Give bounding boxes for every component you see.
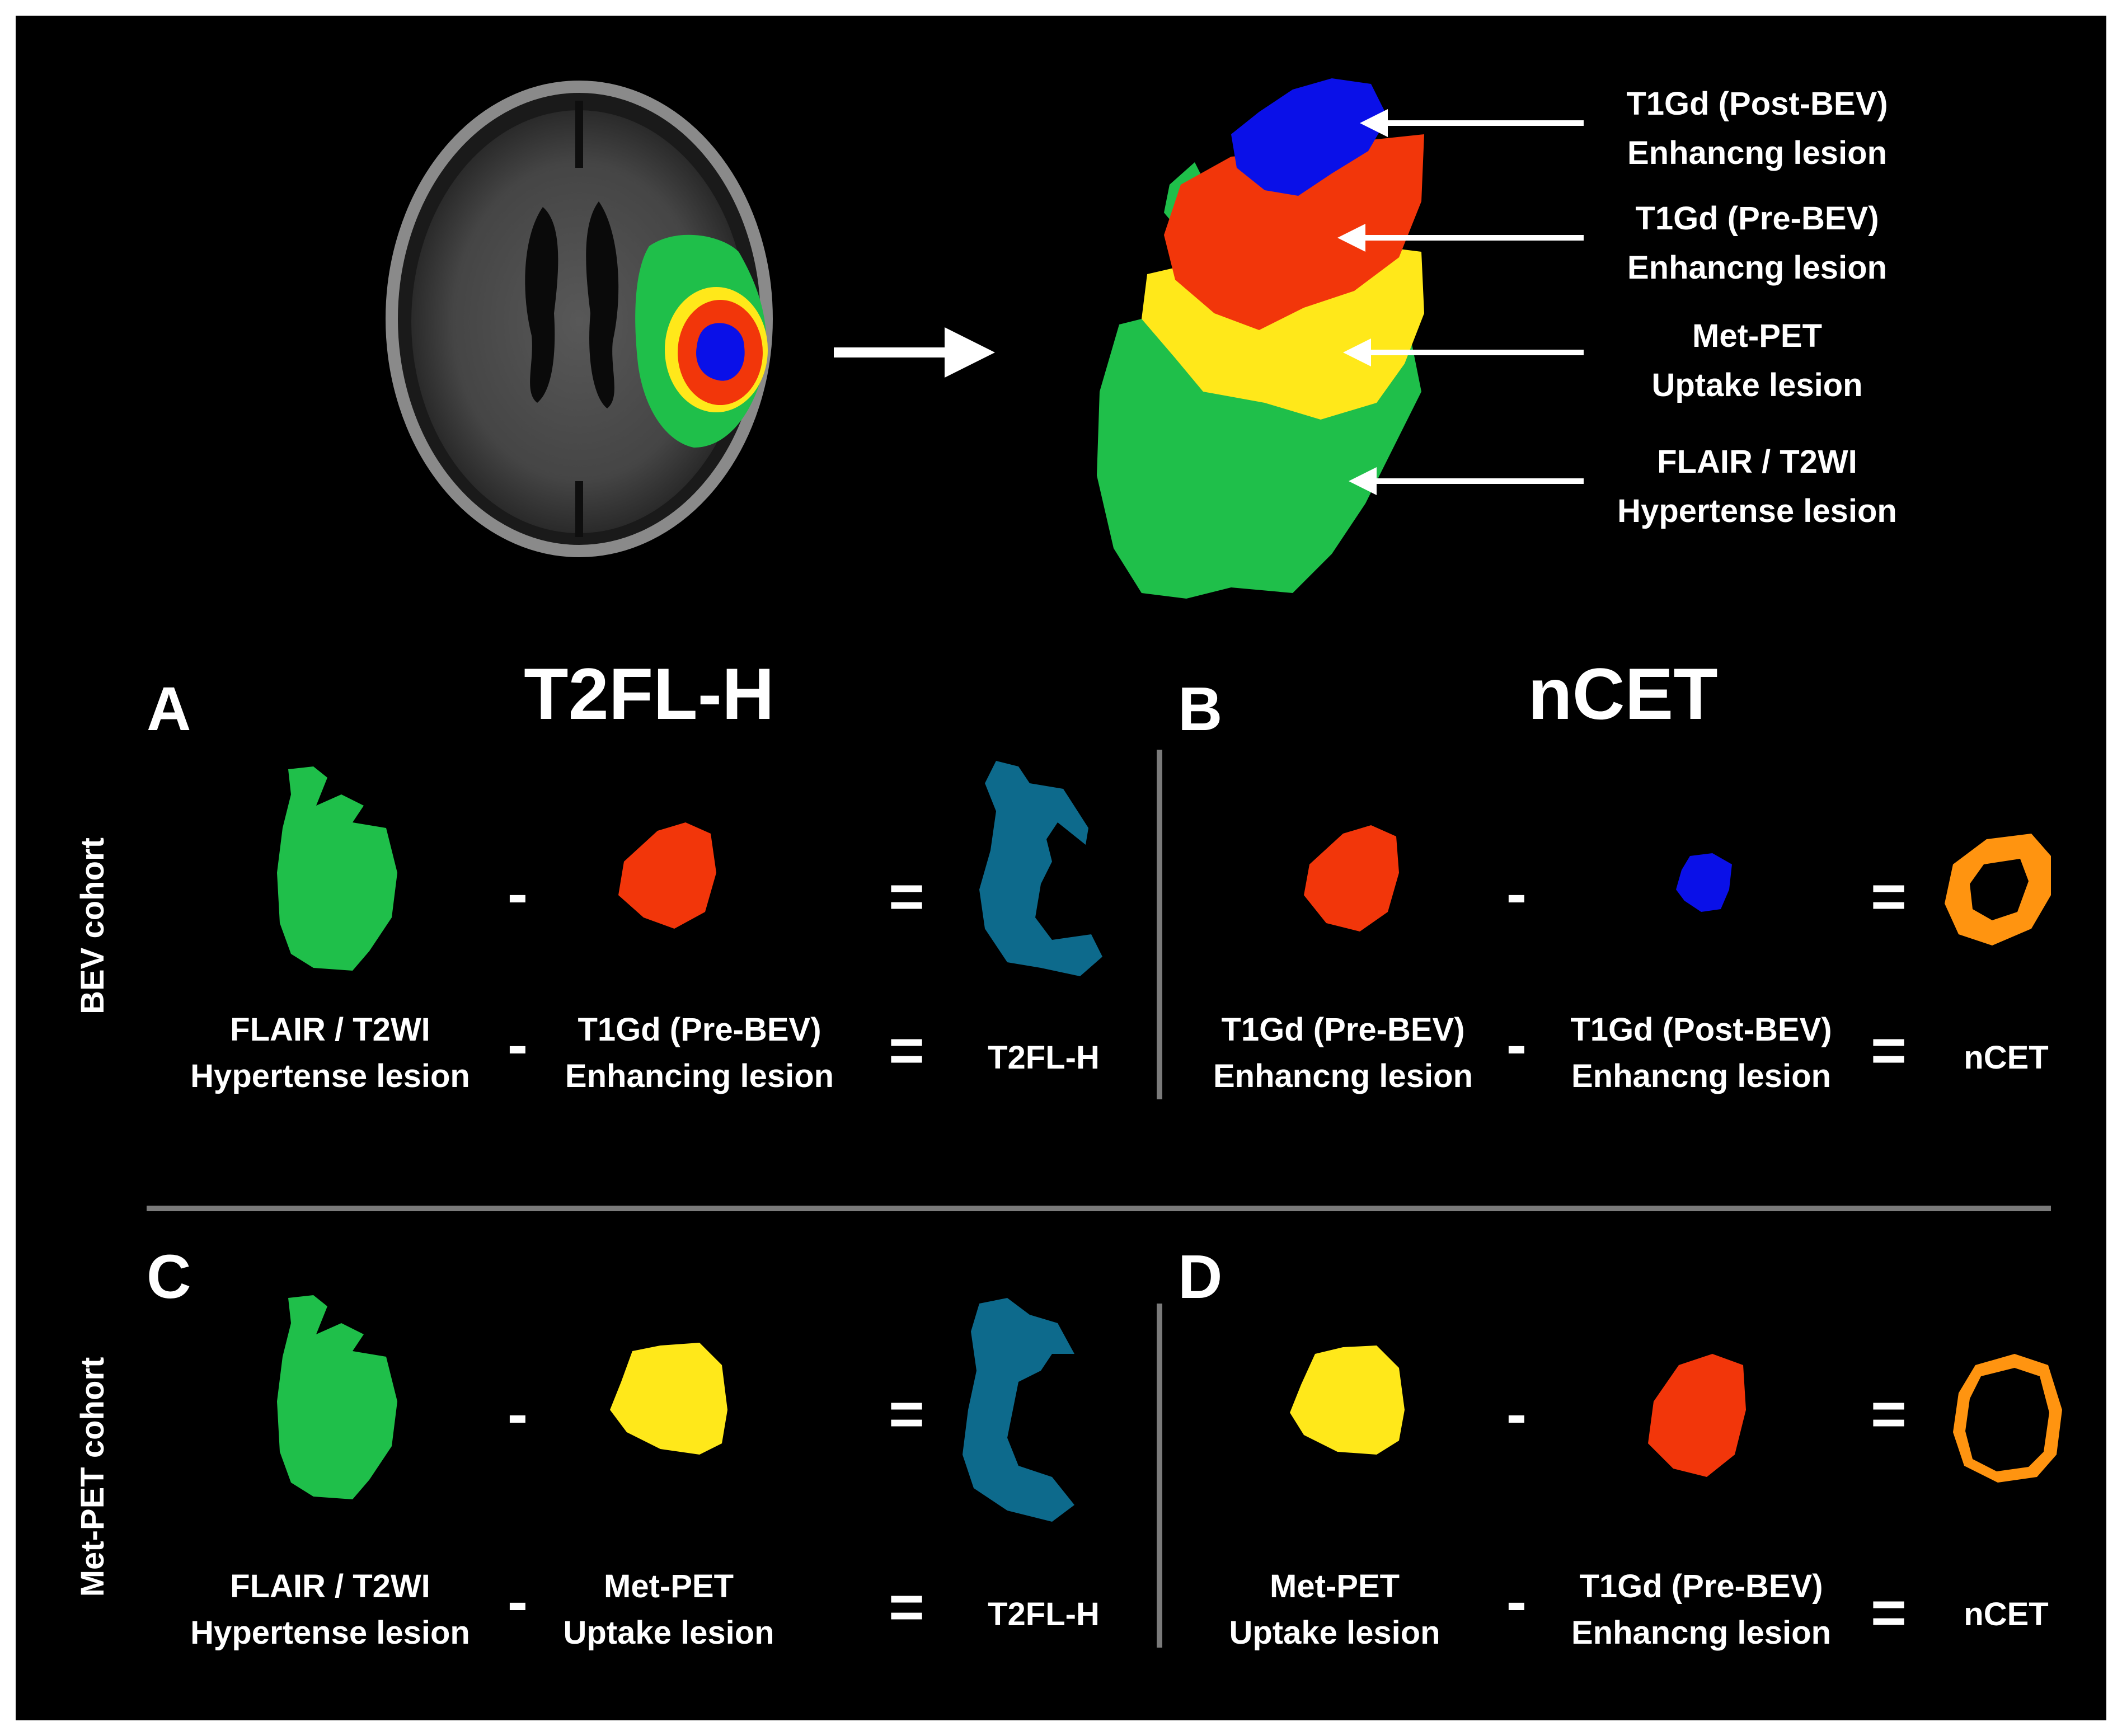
- panel-b-ncet-ring: [1945, 834, 2051, 945]
- panel-d-t1gd-pre-shape: [1648, 1354, 1746, 1477]
- mri-t1gd-post-overlay: [696, 323, 745, 381]
- panel-d: - = Met-PET Uptake lesion - T1Gd (Pre-BE…: [1229, 1345, 2062, 1651]
- cohort-label-bev: BEV cohort: [74, 838, 111, 1014]
- panel-b-term2-line1: T1Gd (Post-BEV): [1570, 1012, 1832, 1048]
- panel-a-result: T2FL-H: [988, 1039, 1100, 1076]
- panel-c-term1-line2: Hypertense lesion: [190, 1615, 470, 1651]
- panel-b-term1-line1: T1Gd (Pre-BEV): [1221, 1012, 1464, 1048]
- panel-c-flair-shape: [277, 1295, 397, 1499]
- legend-t1gd-pre-line2: Enhancng lesion: [1627, 250, 1887, 286]
- panel-d-term1-line1: Met-PET: [1270, 1568, 1400, 1605]
- panel-d-result: nCET: [1964, 1596, 2048, 1633]
- panel-a-t1gd-pre-shape: [618, 822, 716, 929]
- legend-met-pet-line2: Uptake lesion: [1651, 367, 1862, 403]
- panel-b-equals-symbol: =: [1871, 862, 1907, 931]
- panel-a-label-minus: -: [508, 1010, 528, 1079]
- panel-d-label-minus: -: [1506, 1567, 1527, 1636]
- legend-t1gd-post-line2: Enhancng lesion: [1627, 135, 1887, 171]
- panel-c-label-minus: -: [508, 1567, 528, 1636]
- panel-b: - = T1Gd (Pre-BEV) Enhancng lesion - T1G…: [1213, 825, 2051, 1094]
- legend-t1gd-pre-line1: T1Gd (Pre-BEV): [1635, 200, 1879, 237]
- panel-b-t1gd-post-shape: [1676, 853, 1732, 912]
- panel-c-letter: C: [147, 1243, 191, 1311]
- lesion-3d-stack: [1097, 78, 1424, 599]
- panel-d-term2-line1: T1Gd (Pre-BEV): [1579, 1568, 1823, 1605]
- ventricle-right: [586, 201, 619, 408]
- panel-b-label-minus: -: [1506, 1010, 1527, 1079]
- panel-a-term1-line1: FLAIR / T2WI: [230, 1012, 430, 1048]
- panel-a-heading: T2FL-H: [524, 653, 774, 735]
- panel-a-term2-line1: T1Gd (Pre-BEV): [578, 1012, 821, 1048]
- panel-c-term2-line2: Uptake lesion: [563, 1615, 774, 1651]
- panel-d-label-equals: =: [1871, 1578, 1907, 1647]
- panel-c-equals-symbol: =: [889, 1380, 924, 1448]
- panel-b-t1gd-pre-shape: [1304, 825, 1399, 931]
- legend-t1gd-post-line1: T1Gd (Post-BEV): [1626, 86, 1888, 122]
- stack-t1gd-pre-layer: [1164, 134, 1424, 330]
- panel-b-term1-line2: Enhancng lesion: [1213, 1058, 1473, 1094]
- legend-flair-line1: FLAIR / T2WI: [1657, 444, 1857, 480]
- stack-t1gd-post-layer: [1231, 78, 1388, 196]
- panel-c-result: T2FL-H: [988, 1596, 1100, 1633]
- panel-a-letter: A: [147, 675, 191, 744]
- panel-b-label-equals: =: [1871, 1016, 1907, 1085]
- panel-a-term1-line2: Hypertense lesion: [190, 1058, 470, 1094]
- panel-a-t2fl-h-shape: [979, 761, 1102, 976]
- panel-b-letter: B: [1178, 675, 1222, 744]
- panel-d-met-pet-shape: [1290, 1345, 1405, 1455]
- panel-a-label-equals: =: [889, 1016, 924, 1085]
- panel-c: - = FLAIR / T2WI Hypertense lesion - Met…: [190, 1295, 1100, 1651]
- panel-b-term2-line2: Enhancng lesion: [1571, 1058, 1831, 1094]
- panel-d-term1-line2: Uptake lesion: [1229, 1615, 1440, 1651]
- ventricle-left: [525, 207, 558, 403]
- panel-d-equals-symbol: =: [1871, 1380, 1907, 1448]
- panel-c-minus-symbol: -: [508, 1380, 528, 1448]
- panel-a: - = FLAIR / T2WI Hypertense lesion - T1G…: [190, 761, 1102, 1094]
- panel-c-label-equals: =: [889, 1573, 924, 1641]
- panel-d-minus-symbol: -: [1506, 1380, 1527, 1448]
- panel-c-t2fl-h-shape: [963, 1298, 1074, 1522]
- mri-axial-slice: [386, 81, 773, 557]
- panel-c-term2-line1: Met-PET: [604, 1568, 734, 1605]
- panel-a-term2-line2: Enhancing lesion: [565, 1058, 834, 1094]
- panel-d-letter: D: [1178, 1243, 1222, 1311]
- panel-a-flair-shape: [277, 766, 397, 971]
- panel-c-term1-line1: FLAIR / T2WI: [230, 1568, 430, 1605]
- panel-a-minus-symbol: -: [508, 859, 528, 928]
- panel-b-result: nCET: [1964, 1039, 2048, 1076]
- cohort-label-met-pet: Met-PET cohort: [74, 1357, 111, 1597]
- panel-d-term2-line2: Enhancng lesion: [1571, 1615, 1831, 1651]
- panel-b-heading: nCET: [1528, 653, 1717, 735]
- panel-c-met-pet-shape: [610, 1343, 727, 1455]
- panel-b-minus-symbol: -: [1506, 859, 1527, 928]
- legend-met-pet-line1: Met-PET: [1692, 318, 1822, 354]
- panel-a-equals-symbol: =: [889, 862, 924, 931]
- legend-flair-line2: Hypertense lesion: [1617, 493, 1897, 529]
